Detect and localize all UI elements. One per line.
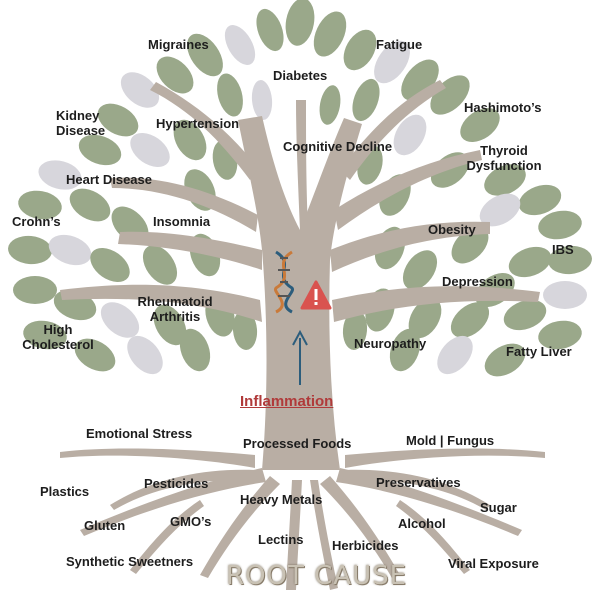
leaf [538,210,582,240]
leaf [343,29,377,71]
leaf [484,343,526,377]
leaf [48,234,92,266]
leaf [393,114,427,156]
leaf [251,80,273,120]
label-gmos: GMO’s [170,514,212,529]
arrow-up-icon [292,329,308,385]
label-viral-exposure: Viral Exposure [448,556,539,571]
leaf [74,338,116,372]
leaf [437,335,473,375]
label-kidney-disease: Kidney Disease [56,108,106,138]
leaf [224,25,256,65]
label-cognitive-decline: Cognitive Decline [283,139,393,154]
leaf [342,310,368,350]
leaf [23,320,67,350]
dna-icon [274,250,294,314]
label-emotional-stress: Emotional Stress [86,426,193,441]
label-processed-foods: Processed Foods [243,436,352,451]
leaf [374,40,410,84]
leaf [460,107,500,143]
tree-roots [60,448,545,590]
leaf [217,73,243,117]
leaf [153,304,187,346]
leaf [389,328,421,372]
leaf [69,188,111,222]
label-neuropathy: Neuropathy [354,336,427,351]
label-inflammation: Inflammation [240,393,334,410]
label-heart-disease: Heart Disease [66,172,152,187]
label-high-cholesterol: High Cholesterol [22,322,94,352]
label-hashimotos: Hashimoto’s [464,100,542,115]
label-ibs: IBS [552,242,574,257]
leaf [538,320,582,350]
label-synthetic-sweetners: Synthetic Sweetners [66,554,194,569]
leaf [179,328,211,372]
label-pesticides: Pesticides [144,476,209,491]
leaf [130,132,170,168]
leaf [120,72,160,108]
label-fatty-liver: Fatty Liver [506,344,572,359]
leaf [479,193,521,227]
leaf [313,11,347,57]
label-gluten: Gluten [84,518,126,533]
leaf [484,164,526,196]
label-herbicides: Herbicides [332,538,399,553]
leaf [408,297,442,339]
label-depression: Depression [442,274,513,289]
leaf [13,276,57,304]
label-diabetes: Diabetes [273,68,328,83]
leaf [256,8,284,52]
leaf [18,190,62,220]
leaf [38,160,82,190]
leaf [548,245,592,275]
leaf [543,281,587,309]
leaf [156,56,194,94]
leaf [8,235,52,265]
leaf [503,299,547,331]
label-alcohol: Alcohol [398,516,446,531]
root-cause-title: ROOT CAUSE [226,561,408,591]
label-obesity: Obesity [428,222,476,237]
label-crohns: Crohn’s [12,214,61,229]
label-insomnia: Insomnia [153,214,211,229]
leaf [232,310,258,350]
leaf [142,245,178,285]
leaf [127,335,163,375]
label-migraines: Migraines [148,37,209,52]
leaf [173,119,207,161]
leaf [100,302,140,338]
label-plastics: Plastics [40,484,90,499]
leaf [90,247,130,283]
leaf [187,33,223,77]
label-fatigue: Fatigue [376,37,423,52]
label-sugar: Sugar [480,500,517,515]
label-mold-fungus: Mold | Fungus [406,433,495,448]
warning-icon [300,280,332,310]
leaf [352,78,380,122]
label-heavy-metals: Heavy Metals [240,492,323,507]
label-hypertension: Hypertension [156,116,240,131]
label-lectins: Lectins [258,532,304,547]
leaf [78,134,122,166]
tree-trunk [60,80,540,470]
leaf [508,246,552,278]
leaf [402,250,438,290]
leaf [450,302,490,338]
leaf [285,0,315,46]
label-thyroid-dysfunction: Thyroid Dysfunction [466,143,542,173]
label-preservatives: Preservatives [376,475,461,490]
leaf-canopy [8,0,592,377]
label-rheumatoid-arthritis: Rheumatoid Arthritis [137,294,213,324]
leaf [319,85,341,125]
leaf [518,184,562,216]
leaf [97,103,139,137]
